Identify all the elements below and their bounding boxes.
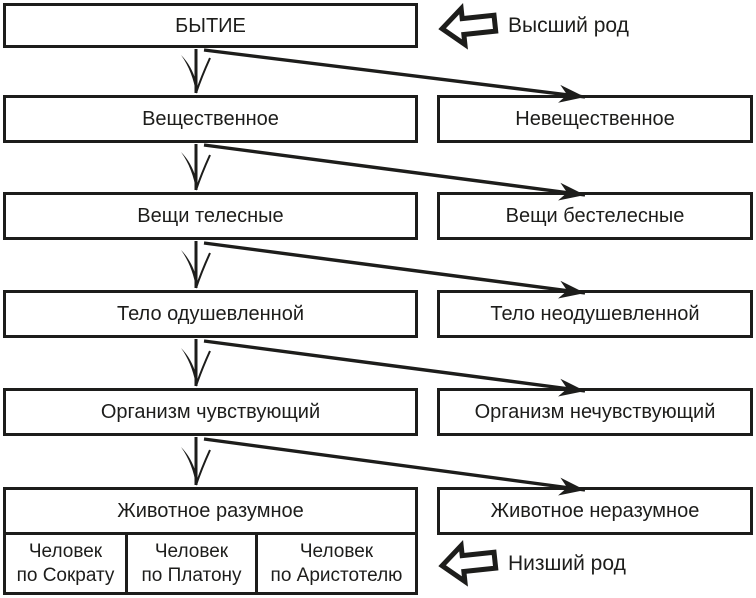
lower-genus-block-arrow-icon bbox=[438, 539, 499, 587]
level-5-right-label: Животное неразумное bbox=[490, 500, 700, 522]
species-cell-plato: Человек по Платону bbox=[128, 535, 258, 592]
diagonal-arrow-5 bbox=[203, 437, 586, 496]
species-cell-line1: Человек bbox=[28, 540, 103, 562]
higher-genus-label: Высший род bbox=[508, 14, 629, 37]
level-3-left-box: Тело одушевленной bbox=[3, 290, 418, 338]
level-2-left-box: Вещи телесные bbox=[3, 192, 418, 240]
diagonal-arrow-1 bbox=[203, 48, 586, 103]
level-5-left-label: Животное разумное bbox=[117, 499, 304, 522]
level-5-left-composite-box: Животное разумное Человек по Сократу Чел… bbox=[3, 487, 418, 595]
species-cell-line2: по Аристотелю bbox=[270, 564, 403, 586]
level-1-left-label: Вещественное bbox=[142, 108, 279, 130]
level-4-right-label: Организм нечувствующий bbox=[474, 401, 716, 423]
level-3-left-label: Тело одушевленной bbox=[117, 303, 304, 325]
species-cell-line1: Человек bbox=[299, 540, 374, 562]
level-5-right-box: Животное неразумное bbox=[437, 487, 753, 535]
level-4-left-label: Организм чувствующий bbox=[100, 401, 321, 423]
level-1-right-label: Невещественное bbox=[515, 108, 675, 130]
species-cell-line1: Человек bbox=[154, 540, 229, 562]
diagonal-arrow-2 bbox=[203, 143, 586, 201]
higher-genus-block-arrow-icon bbox=[438, 2, 499, 50]
level-2-right-box: Вещи бестелесные bbox=[437, 192, 753, 240]
level-1-right-box: Невещественное bbox=[437, 95, 753, 143]
diagonal-arrow-4 bbox=[203, 339, 586, 397]
root-box-being: БЫТИЕ bbox=[3, 3, 418, 48]
level-2-right-label: Вещи бестелесные bbox=[505, 205, 685, 227]
level-3-right-box: Тело неодушевленной bbox=[437, 290, 753, 338]
level-4-left-box: Организм чувствующий bbox=[3, 388, 418, 436]
level-2-left-label: Вещи телесные bbox=[137, 205, 284, 227]
species-row: Человек по Сократу Человек по Платону Че… bbox=[6, 535, 415, 592]
species-cell-line2: по Сократу bbox=[16, 564, 115, 586]
lower-genus-label: Низший род bbox=[508, 552, 626, 575]
diagonal-arrow-3 bbox=[203, 241, 586, 299]
species-cell-socrates: Человек по Сократу bbox=[6, 535, 128, 592]
root-box-label: БЫТИЕ bbox=[175, 14, 246, 37]
level-5-left-header: Животное разумное bbox=[6, 490, 415, 535]
species-cell-line2: по Платону bbox=[141, 564, 242, 586]
species-cell-aristotle: Человек по Аристотелю bbox=[258, 535, 415, 592]
level-1-left-box: Вещественное bbox=[3, 95, 418, 143]
level-3-right-label: Тело неодушевленной bbox=[490, 303, 700, 325]
level-4-right-box: Организм нечувствующий bbox=[437, 388, 753, 436]
